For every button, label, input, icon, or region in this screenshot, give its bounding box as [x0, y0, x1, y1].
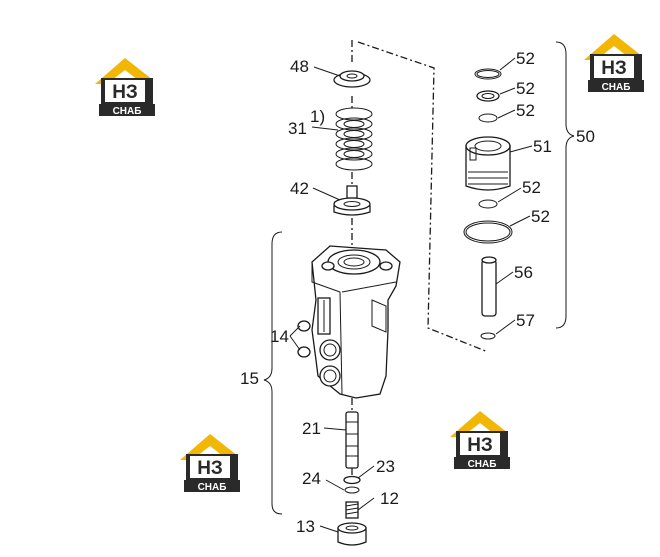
svg-text:НЗ: НЗ — [601, 58, 627, 79]
callout-52-ring: 52 — [516, 101, 535, 120]
svg-text:НЗ: НЗ — [112, 82, 138, 103]
watermark-logo: НЗ СНАБ — [95, 58, 155, 117]
watermark-logo: НЗ СНАБ — [180, 434, 240, 493]
callout-52-seal: 52 — [516, 79, 535, 98]
svg-text:НЗ: НЗ — [197, 458, 223, 479]
svg-text:НЗ: НЗ — [467, 435, 493, 456]
callout-31: 31 — [288, 119, 307, 138]
callout-12: 12 — [380, 489, 399, 508]
part-31-spring — [335, 107, 373, 171]
callout-52-o-ring-top: 52 — [516, 49, 535, 68]
callout-50: 50 — [576, 127, 595, 146]
part-14-plug — [297, 320, 311, 358]
part-24-ring — [344, 486, 360, 494]
part-52-ring — [478, 113, 498, 123]
callout-15: 15 — [240, 369, 259, 388]
group-15-brace — [263, 231, 283, 515]
svg-text:СНАБ: СНАБ — [113, 106, 142, 117]
callout-48: 48 — [290, 57, 309, 76]
part-21-spool — [345, 411, 359, 469]
part-52-ring-mid — [478, 199, 498, 209]
part-51-cap — [465, 136, 511, 191]
watermark-logo: НЗ СНАБ — [584, 34, 644, 93]
leader-lines — [289, 57, 533, 533]
part-52-o-ring-top — [474, 68, 502, 80]
part-15-valve-body — [311, 245, 401, 399]
callout-14: 14 — [270, 327, 289, 346]
part-23-washer — [343, 475, 361, 485]
callout-52-ring-mid: 52 — [522, 178, 541, 197]
callout-52-o-ring-large: 52 — [531, 207, 550, 226]
callout-56: 56 — [514, 263, 533, 282]
svg-text:СНАБ: СНАБ — [198, 482, 227, 493]
group-50-brace — [555, 41, 575, 329]
assembly-centerlines — [351, 40, 489, 476]
watermark-logo: НЗ СНАБ — [450, 411, 510, 470]
callout-13: 13 — [296, 517, 315, 536]
svg-text:СНАБ: СНАБ — [602, 82, 631, 93]
callout-23: 23 — [376, 457, 395, 476]
part-48-retainer — [333, 70, 371, 88]
callout-note-1: 1) — [310, 107, 325, 126]
part-13-plug — [337, 522, 367, 546]
part-42-spring-seat — [333, 185, 371, 216]
callout-51: 51 — [533, 137, 552, 156]
callout-42: 42 — [290, 179, 309, 198]
part-56-pin — [481, 256, 497, 317]
part-57-ring — [480, 332, 496, 340]
callout-21: 21 — [302, 419, 321, 438]
part-52-seal — [476, 90, 500, 102]
part-12-spring — [345, 501, 359, 519]
callout-57: 57 — [516, 311, 535, 330]
part-52-o-ring-large — [463, 220, 513, 244]
callout-24: 24 — [302, 469, 321, 488]
svg-text:СНАБ: СНАБ — [468, 459, 497, 470]
